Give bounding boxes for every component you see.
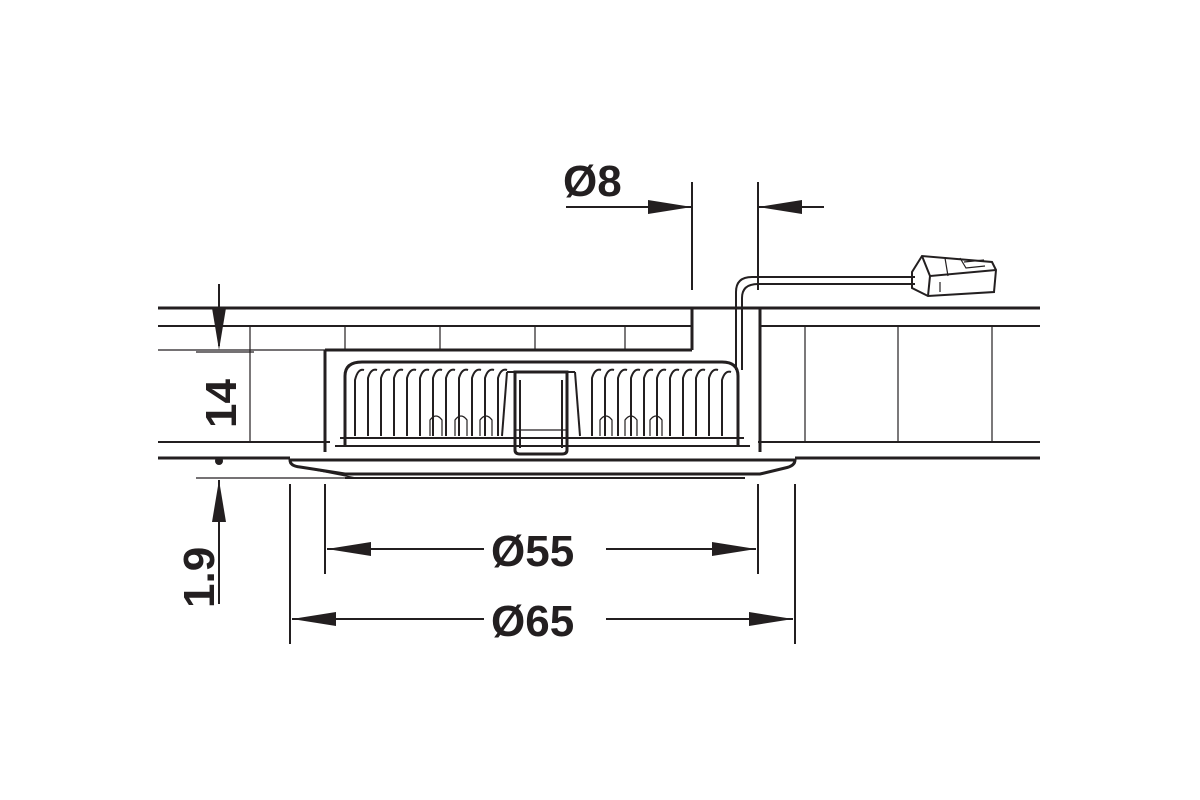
plug-connector [911, 254, 998, 298]
dimension-cable-diameter [566, 182, 824, 290]
cutout-diameter-label: Ø55 [491, 527, 574, 576]
dimension-flange-thickness [196, 477, 356, 604]
dimension-outer-diameter [289, 484, 796, 644]
downlight-housing [288, 360, 797, 479]
power-cable [735, 276, 915, 370]
cable-diameter-label: Ø8 [563, 157, 622, 206]
dimension-cutout-diameter [324, 484, 759, 574]
outer-diameter-label: Ø65 [491, 597, 574, 646]
bezel-flange [288, 458, 797, 479]
mounting-panel [158, 306, 1040, 460]
cooling-fins [354, 368, 732, 436]
spring-clip [501, 370, 581, 456]
mounting-depth-label: 14 [197, 379, 246, 428]
dimension-mounting-depth [196, 284, 254, 465]
flange-thickness-label: 1.9 [175, 547, 224, 608]
